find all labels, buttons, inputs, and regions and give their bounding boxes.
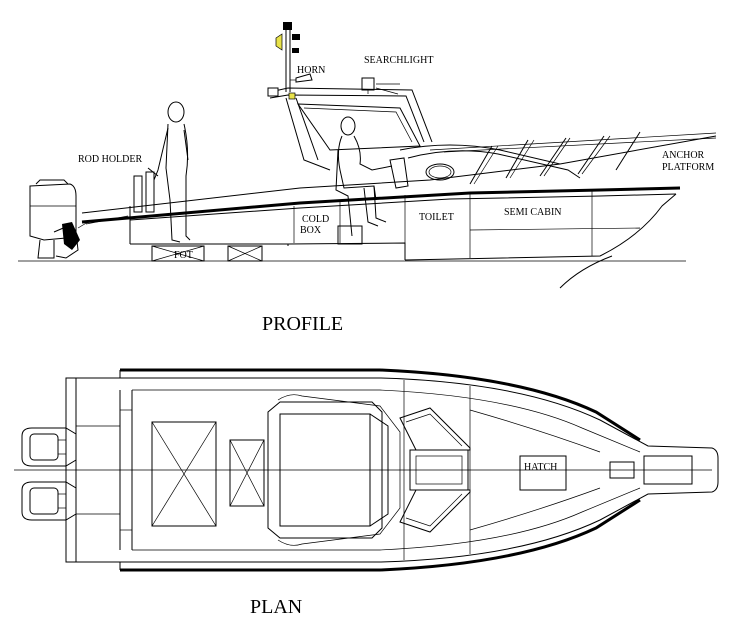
standing-angler-figure	[153, 101, 191, 243]
plan-title: PLAN	[250, 596, 302, 618]
rod-holder-icon	[133, 167, 159, 213]
mast	[267, 22, 300, 100]
anchor-platform-label-line1: ANCHOR	[662, 150, 705, 161]
horn-label: HORN	[297, 65, 325, 76]
profile-hull	[81, 132, 717, 289]
fot-label: FOT	[174, 250, 193, 261]
cabin-structure	[269, 87, 641, 189]
toilet-label: TOILET	[419, 212, 454, 223]
fuel-tank-box	[151, 245, 205, 262]
plan-hull	[65, 368, 719, 572]
searchlight-label: SEARCHLIGHT	[364, 55, 433, 66]
cold-box-label-line2: BOX	[300, 225, 322, 236]
outboard-engine	[29, 179, 89, 259]
horn-icon	[290, 73, 313, 83]
anchor-platform-label-line2: PLATFORM	[662, 162, 714, 173]
plan-outboard-engines	[21, 427, 77, 521]
helmsman-figure	[335, 116, 393, 245]
porthole	[425, 163, 455, 181]
plan-cabin	[403, 380, 601, 560]
cold-box-label-line1: COLD	[302, 214, 329, 225]
searchlight-icon	[361, 77, 400, 95]
storage-box	[227, 245, 263, 262]
profile-view	[18, 22, 717, 289]
semi-cabin-label: SEMI CABIN	[504, 207, 562, 218]
hatch-label: HATCH	[524, 462, 557, 473]
hatch-box	[519, 455, 567, 491]
plan-fish-hold	[151, 421, 265, 527]
plan-view	[14, 368, 719, 572]
profile-title: PROFILE	[262, 313, 343, 335]
mast-light-icon	[275, 33, 283, 51]
rod-holder-label: ROD HOLDER	[78, 154, 142, 165]
